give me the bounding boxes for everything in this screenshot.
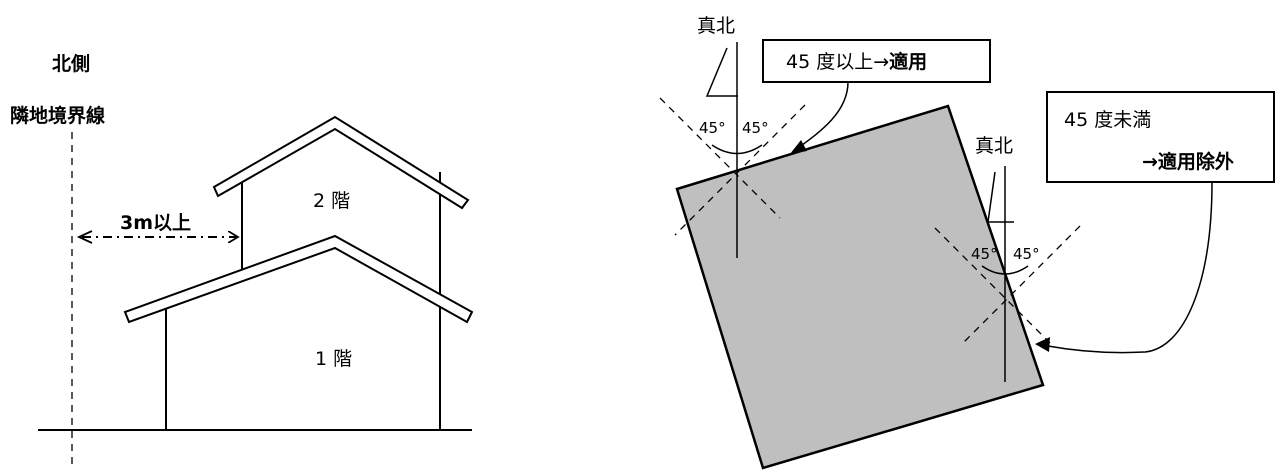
diagonal-b-1: [934, 227, 1051, 344]
callout-excluded-box: [1046, 91, 1275, 183]
callout-excluded-arrow: [1047, 181, 1213, 354]
callout-excluded-arrowhead: [1035, 337, 1050, 352]
upper-roof: [212, 115, 470, 210]
true-north-label-a: 真北: [697, 15, 735, 37]
callout-applied-arrow: [797, 81, 849, 149]
boundary-line-label: 隣地境界線: [10, 104, 105, 127]
diagonal-a-2: [674, 104, 806, 236]
floor2-label: 2 階: [313, 190, 350, 212]
angle-arc-a: [711, 144, 763, 155]
distance-arrow-left-head: [76, 230, 93, 244]
north-side-label: 北側: [52, 53, 90, 75]
angle-arc-b: [981, 265, 1029, 275]
diagonal-a-1: [659, 97, 781, 219]
site-plan-diagram: 真北 45° 45° 45 度以上→適用 真北 45° 45° 45 度未満 →…: [659, 15, 1275, 470]
callout-applied-box: [762, 39, 991, 83]
angle-b-right: 45°: [1013, 245, 1040, 263]
building-plan: [675, 104, 1045, 470]
north-symbol-b: [987, 171, 1014, 223]
north-symbol-a: [705, 47, 738, 97]
house-section-diagram: 北側 隣地境界線 2 階 1 階 3m以上: [10, 53, 474, 468]
callout-applied-text: 45 度以上→適用: [786, 50, 927, 73]
angle-a-left: 45°: [699, 119, 726, 137]
true-north-label-b: 真北: [975, 135, 1013, 157]
callout-excluded-line1: 45 度未満: [1064, 109, 1151, 131]
lower-roof: [123, 234, 474, 324]
diagonal-b-2: [961, 225, 1081, 345]
floor1-label: 1 階: [315, 348, 352, 370]
angle-b-left: 45°: [971, 245, 998, 263]
angle-a-right: 45°: [742, 119, 769, 137]
callout-applied-arrowhead: [790, 140, 807, 154]
callout-excluded-line2: →適用除外: [1142, 150, 1234, 173]
distance-label: 3m以上: [120, 212, 191, 234]
